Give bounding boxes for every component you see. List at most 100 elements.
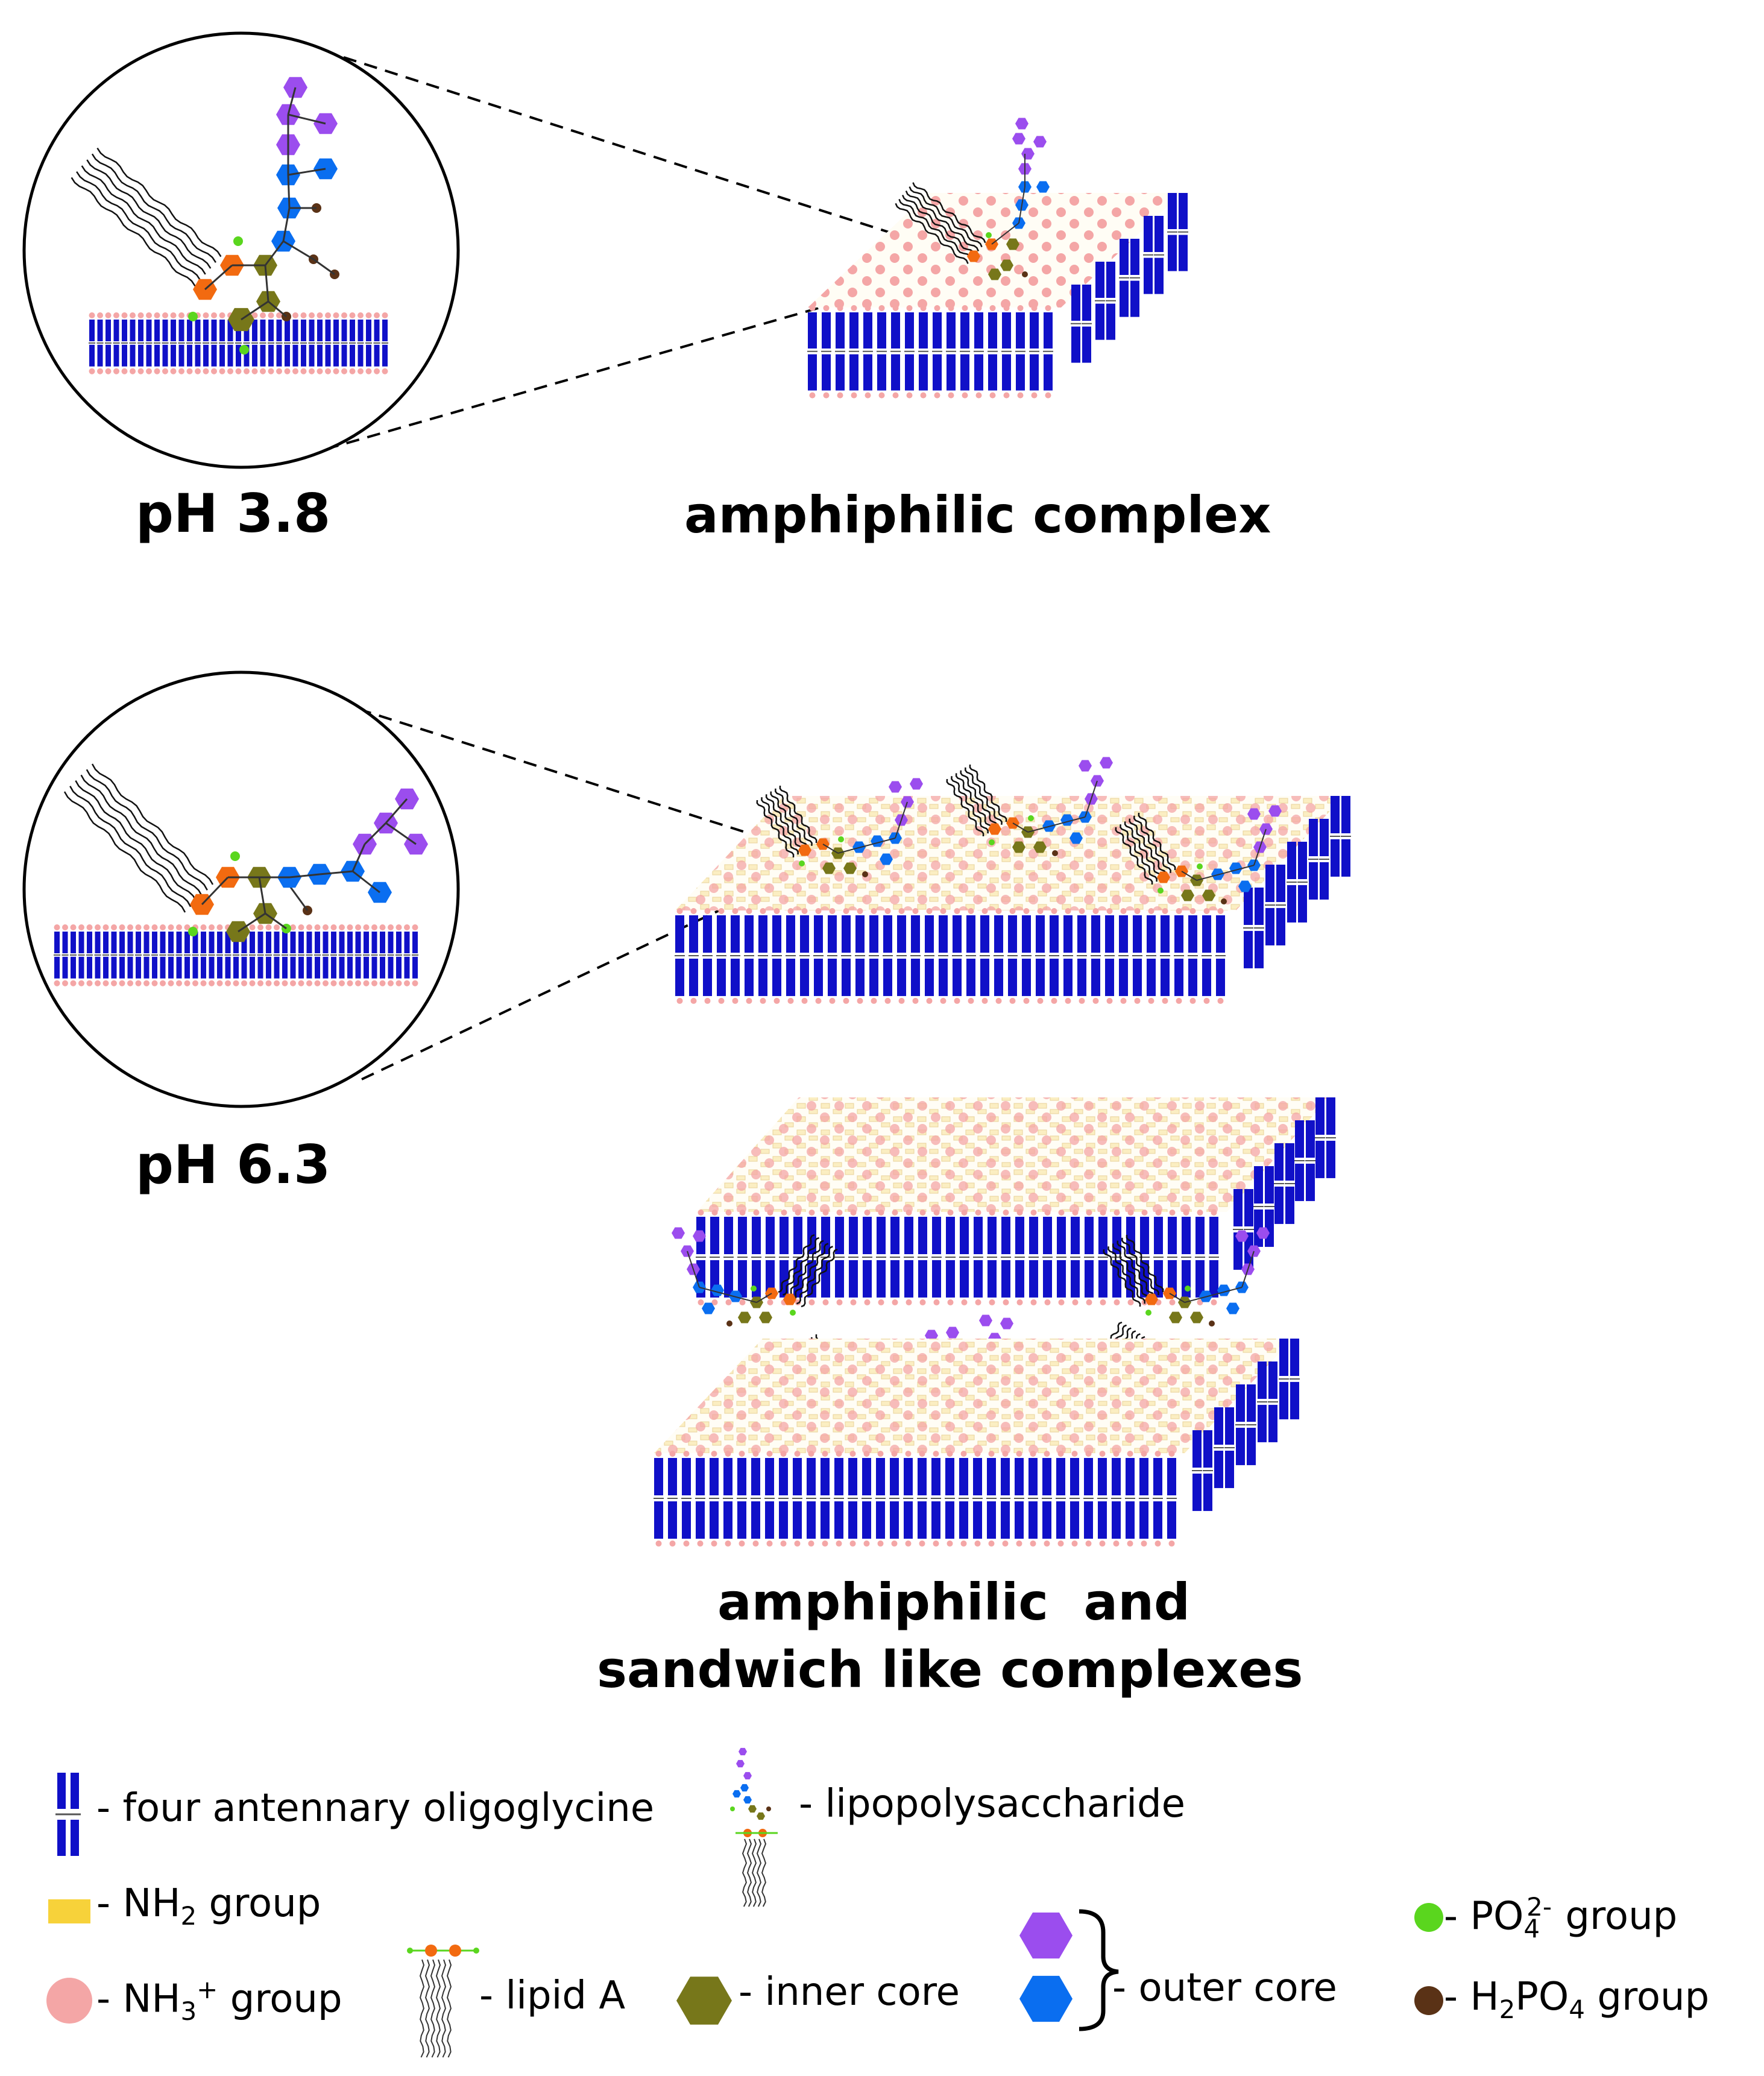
oligoglycine-bar — [358, 320, 364, 341]
nh3-dot — [1211, 1299, 1217, 1305]
oligoglycine-bar — [323, 932, 329, 953]
nh3-dot — [137, 312, 144, 318]
nh3-dot — [1065, 997, 1071, 1004]
legend-po4-icon — [1414, 1903, 1443, 1932]
nh3-dot — [235, 368, 242, 374]
nh3-dot — [89, 368, 95, 374]
oligoglycine-bar — [1002, 354, 1011, 391]
oligoglycine-bar — [195, 320, 201, 341]
nh3-dot — [690, 908, 697, 914]
oligoglycine-bar — [54, 932, 60, 953]
nh3-dot — [1058, 1299, 1065, 1305]
oligoglycine-bar — [766, 1217, 775, 1254]
oligoglycine-bilayer — [1308, 819, 1329, 900]
oligoglycine-bar — [793, 1217, 802, 1254]
oligoglycine-bar — [1167, 1458, 1176, 1495]
oligoglycine-bar — [171, 344, 176, 367]
nh3-dot — [1071, 1540, 1078, 1547]
oligoglycine-bar — [863, 312, 872, 349]
nh3-dot — [268, 368, 274, 374]
outer-core-sugar — [1247, 808, 1261, 820]
oligoglycine-bar — [1105, 958, 1114, 996]
oligoglycine-bar — [315, 932, 320, 953]
oligoglycine-bar — [1001, 1260, 1010, 1298]
lipid-a-sugar — [783, 1293, 796, 1305]
oligoglycine-bar — [103, 956, 109, 979]
oligoglycine-bar — [298, 932, 304, 953]
nh3-dot — [363, 924, 370, 930]
nh3-dot — [767, 1210, 773, 1216]
po4-dot — [473, 1948, 479, 1954]
outer-core-sugar — [1100, 757, 1113, 769]
oligoglycine-bar — [1255, 888, 1264, 925]
oligoglycine-bar — [1154, 1217, 1163, 1254]
oligoglycine-bar — [78, 956, 84, 979]
bond-line — [385, 822, 417, 845]
lipid-chain — [765, 794, 804, 852]
po4-dot — [730, 1806, 735, 1811]
oligoglycine-bilayer — [89, 312, 388, 374]
oligoglycine-bar — [946, 1260, 955, 1298]
oligoglycine-bar — [1195, 1260, 1205, 1298]
oligoglycine-bar — [160, 956, 166, 979]
sandwich-top-layer — [696, 1097, 1336, 1305]
lipid-chain — [779, 785, 817, 844]
nh3-dot — [260, 312, 266, 318]
nh3-dot — [1016, 1540, 1022, 1547]
oligoglycine-bar — [765, 1458, 774, 1495]
lipid-chain — [430, 1959, 436, 2058]
oligoglycine-bar — [268, 344, 274, 367]
po4-dot — [230, 851, 240, 861]
lipid-chain — [71, 177, 196, 287]
nh3-dot — [974, 1540, 981, 1547]
nh3-dot — [975, 305, 982, 311]
oligoglycine-bar — [1002, 312, 1011, 349]
oligoglycine-bar — [143, 932, 150, 953]
nh3-dot — [919, 1210, 926, 1216]
oligoglycine-bar — [1095, 303, 1104, 340]
bond-line — [687, 1251, 700, 1288]
nh3-dot — [746, 908, 752, 914]
lipid-chain — [81, 165, 206, 275]
nh3-dot — [837, 305, 843, 311]
outer-core-sugar — [743, 1796, 752, 1804]
nh3-dot — [892, 392, 899, 399]
nh3-dot — [906, 1210, 912, 1216]
lipid-chain — [783, 1237, 820, 1296]
nh3-dot — [766, 1540, 773, 1547]
oligoglycine-bar — [1298, 885, 1307, 923]
oligoglycine-bar — [779, 1458, 788, 1495]
nh3-dot — [105, 312, 112, 318]
nh3-dot — [975, 1210, 981, 1216]
inner-core-sugar — [1000, 259, 1013, 271]
oligoglycine-bar — [1182, 1260, 1191, 1298]
oligoglycine-bar — [309, 344, 315, 367]
oligoglycine-bar — [412, 956, 418, 979]
nh3-dot — [137, 368, 144, 374]
oligoglycine-bar — [1225, 1407, 1234, 1445]
oligoglycine-bar — [814, 915, 823, 953]
bond-line — [1253, 828, 1267, 866]
oligoglycine-bar — [1085, 1217, 1094, 1254]
oligoglycine-bar — [883, 958, 892, 996]
po4-dot — [751, 1286, 757, 1292]
nh3-dot — [809, 392, 816, 399]
legend-inner-core-label: - inner core — [739, 1970, 960, 2014]
nh3-dot — [989, 392, 996, 399]
nh3-dot — [1176, 908, 1182, 914]
bond-line — [385, 798, 408, 824]
nh3-dot — [404, 980, 410, 986]
nh3-dot — [102, 924, 109, 930]
lipid-a-chains — [63, 763, 214, 913]
oligoglycine-bilayer — [654, 1451, 1177, 1547]
oligoglycine-bar — [1320, 862, 1329, 900]
oligoglycine-bar — [1290, 1339, 1299, 1376]
oligoglycine-bar — [396, 956, 402, 979]
oligoglycine-bar — [1202, 958, 1211, 996]
oligoglycine-bar — [703, 958, 712, 996]
zoom-circle-ph-low — [22, 31, 460, 469]
nh3-dot — [808, 1210, 815, 1216]
nh3-dot — [822, 1210, 829, 1216]
nh3-dot — [1045, 392, 1051, 399]
oligoglycine-bar — [152, 932, 157, 953]
